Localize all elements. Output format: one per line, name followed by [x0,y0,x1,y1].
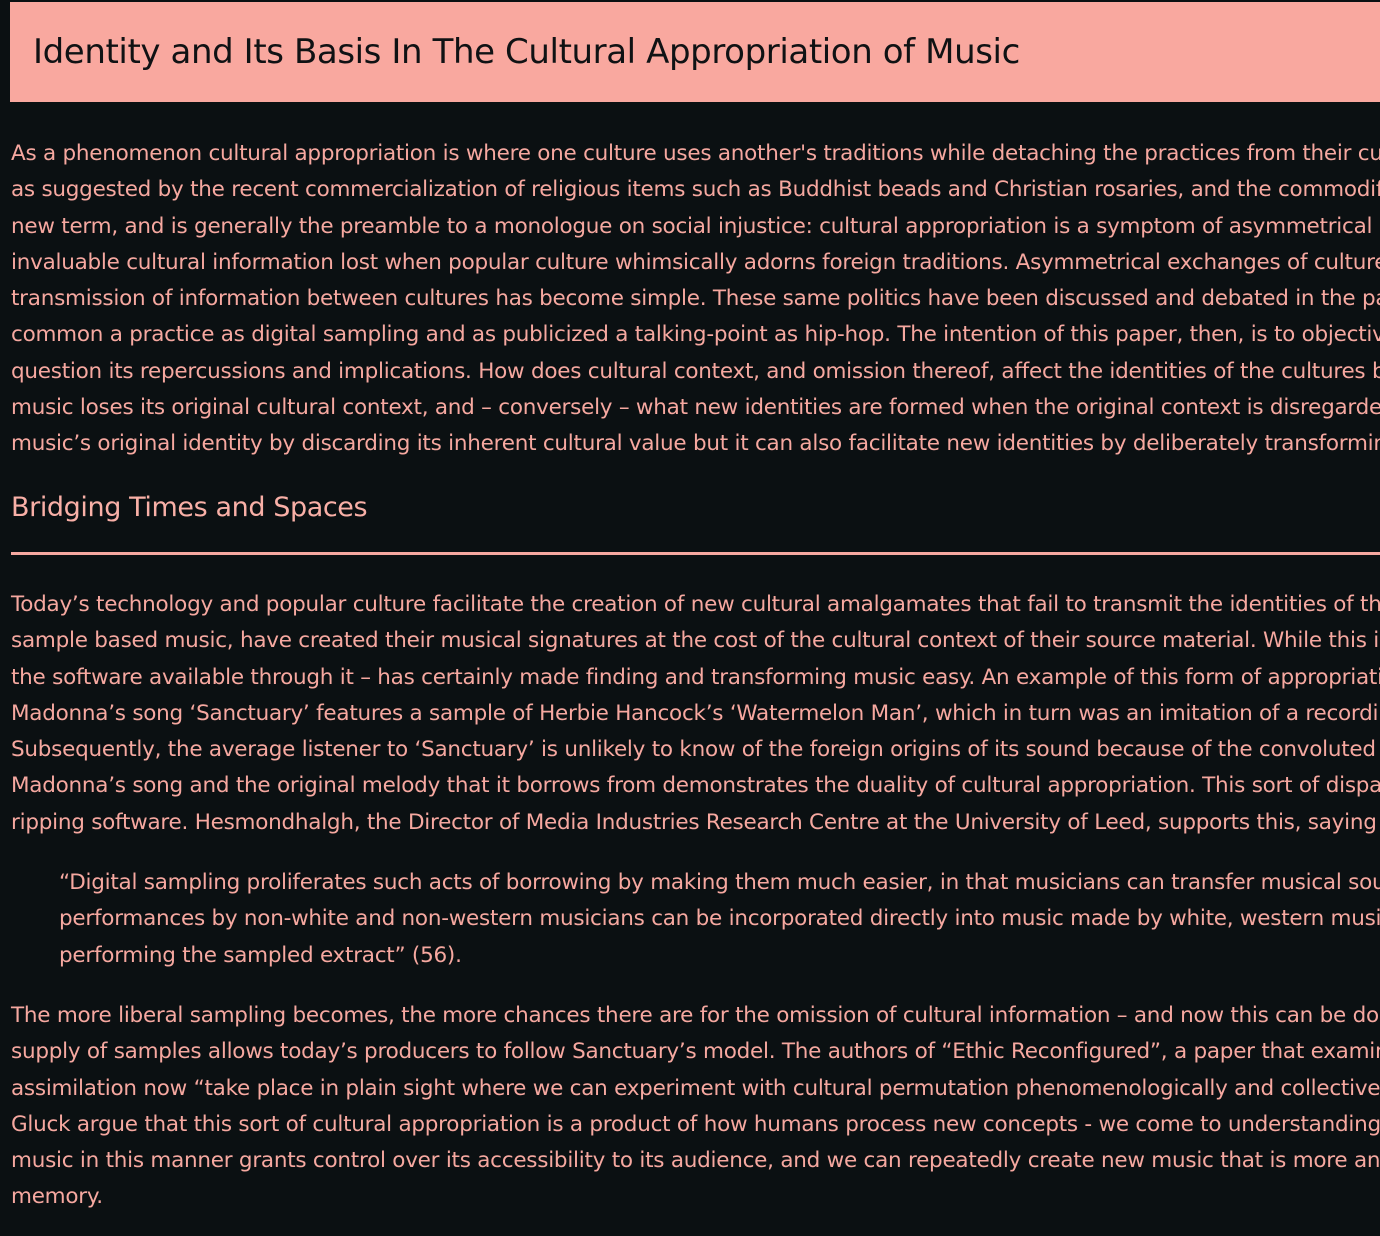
paragraph-line: The more liberal sampling becomes, the m… [11,1003,1380,1028]
paragraph-line: ripping software. Hesmondhalgh, the Dire… [11,809,1377,835]
paragraph-line: the software available through it – has … [11,664,1380,690]
quote-line: performing the sampled extract” (56). [59,942,462,968]
closing-paragraph: The more liberal sampling becomes, the m… [11,998,1380,1216]
paragraph-line: Madonna’s song ‘Sanctuary’ features a sa… [11,700,1380,726]
paragraph-line: memory. [11,1184,103,1210]
paragraph-line: invaluable cultural information lost whe… [11,249,1380,275]
paragraph-line: question its repercussions and implicati… [11,358,1380,384]
section-divider [11,552,1380,555]
paragraph-line: Gluck argue that this sort of cultural a… [11,1111,1380,1137]
paragraph-line: Today’s technology and popular culture f… [11,592,1380,617]
paragraph-line: As a phenomenon cultural appropriation i… [11,141,1380,166]
intro-paragraph: As a phenomenon cultural appropriation i… [11,136,1380,463]
block-quote: “Digital sampling proliferates such acts… [59,865,1380,974]
paragraph-line: supply of samples allows today’s produce… [11,1039,1380,1065]
paragraph-line: sample based music, have created their m… [11,628,1380,654]
paragraph-line: common a practice as digital sampling an… [11,322,1380,348]
paragraph-line: Madonna’s song and the original melody t… [11,773,1380,799]
quote-line: performances by non-white and non-wester… [59,906,1380,932]
paragraph-line: music loses its original cultural contex… [11,395,1380,421]
section-heading: Bridging Times and Spaces [11,492,368,523]
paragraph-line: music in this manner grants control over… [11,1148,1380,1174]
paragraph-line: as suggested by the recent commercializa… [11,177,1380,203]
title-banner: Identity and Its Basis In The Cultural A… [10,2,1380,102]
page-title: Identity and Its Basis In The Cultural A… [33,32,1020,72]
paragraph-line: music’s original identity by discarding … [11,431,1380,457]
paragraph-line: Subsequently, the average listener to ‘S… [11,737,1380,763]
section-paragraph: Today’s technology and popular culture f… [11,587,1380,841]
paragraph-line: transmission of information between cult… [11,286,1380,312]
paragraph-line: new term, and is generally the preamble … [11,213,1380,239]
quote-line: “Digital sampling proliferates such acts… [59,870,1380,895]
paragraph-line: assimilation now “take place in plain si… [11,1075,1380,1101]
